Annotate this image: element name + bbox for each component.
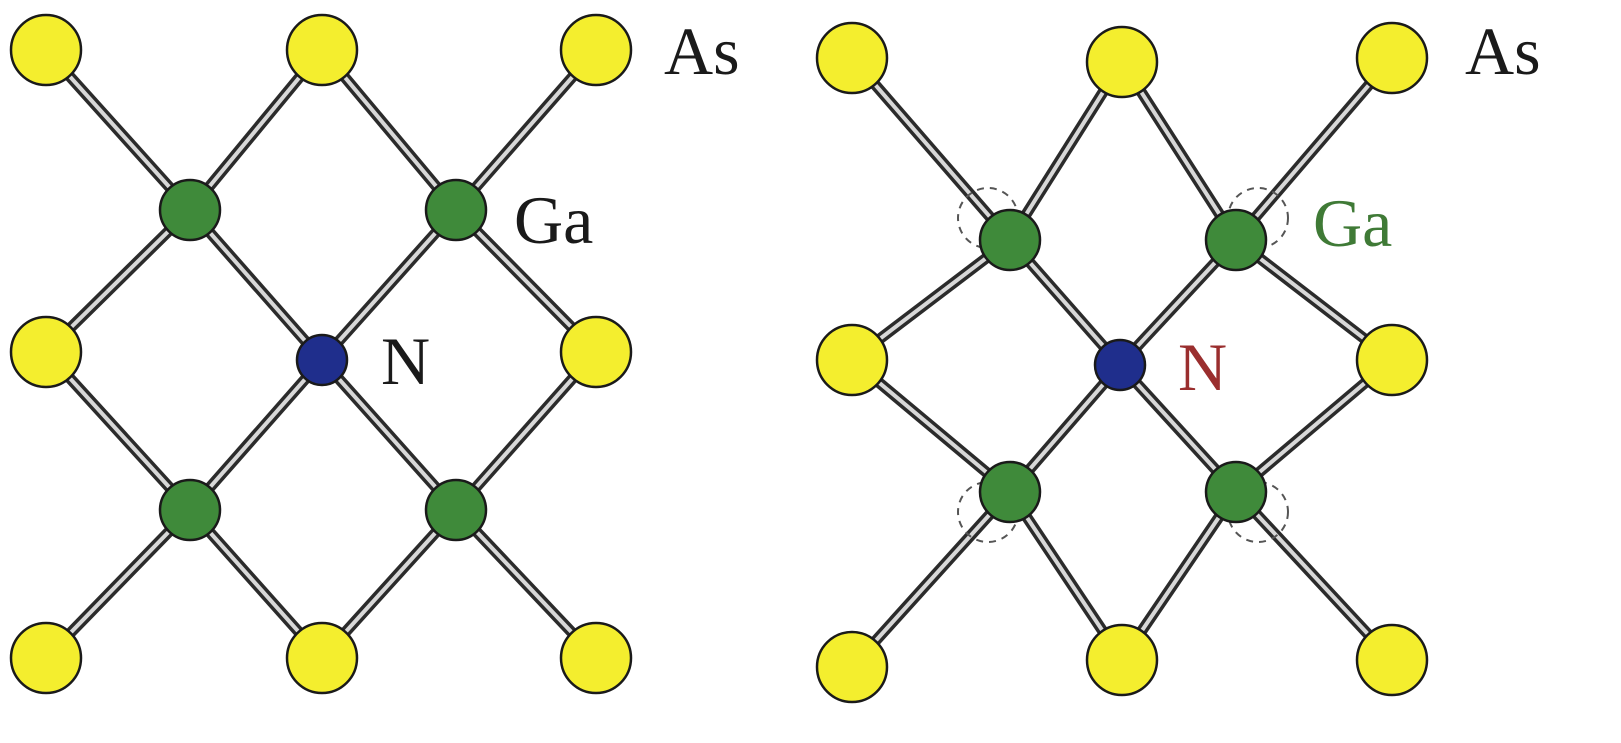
as-atom xyxy=(1355,623,1429,697)
n-atom xyxy=(1093,338,1147,392)
ga-atom xyxy=(158,478,222,542)
as-atom xyxy=(285,621,359,695)
as-ga-bond xyxy=(847,488,1015,671)
ga-label: Ga xyxy=(1313,185,1392,261)
ga-atom xyxy=(978,460,1042,524)
n-ga-bond xyxy=(185,206,327,364)
as-ga-bond xyxy=(1231,488,1397,664)
as-atom xyxy=(1085,623,1159,697)
n-atom xyxy=(295,333,349,387)
ga-atom xyxy=(158,178,222,242)
ga-atom xyxy=(1204,460,1268,524)
as-atom xyxy=(815,21,889,95)
as-atom xyxy=(559,621,633,695)
ga-atom xyxy=(424,478,488,542)
as-label: As xyxy=(664,13,740,89)
as-atom xyxy=(285,13,359,87)
unrelaxed-atoms xyxy=(9,13,633,695)
as-atom xyxy=(9,13,83,87)
unrelaxed-lattice-panel: As Ga N xyxy=(9,13,740,695)
as-atom xyxy=(1085,25,1159,99)
as-ga-bond xyxy=(847,54,1015,244)
ga-label: Ga xyxy=(514,182,593,258)
n-ga-bond xyxy=(317,356,461,514)
ga-atom xyxy=(1204,208,1268,272)
as-label: As xyxy=(1465,13,1541,89)
relaxed-atoms xyxy=(815,21,1429,704)
as-atom xyxy=(815,323,889,397)
as-atom xyxy=(9,315,83,389)
n-label: N xyxy=(1178,329,1227,405)
n-ga-bond xyxy=(317,206,461,364)
as-atom xyxy=(559,13,633,87)
as-atom xyxy=(1355,21,1429,95)
as-atom xyxy=(1355,323,1429,397)
n-ga-bond xyxy=(185,356,327,514)
as-atom xyxy=(815,630,889,704)
as-atom xyxy=(559,315,633,389)
as-atom xyxy=(9,621,83,695)
n-label: N xyxy=(381,323,430,399)
ga-atom xyxy=(978,208,1042,272)
ga-atom xyxy=(424,178,488,242)
as-ga-bond xyxy=(1231,54,1397,244)
relaxed-lattice-panel: As Ga N xyxy=(815,13,1541,704)
